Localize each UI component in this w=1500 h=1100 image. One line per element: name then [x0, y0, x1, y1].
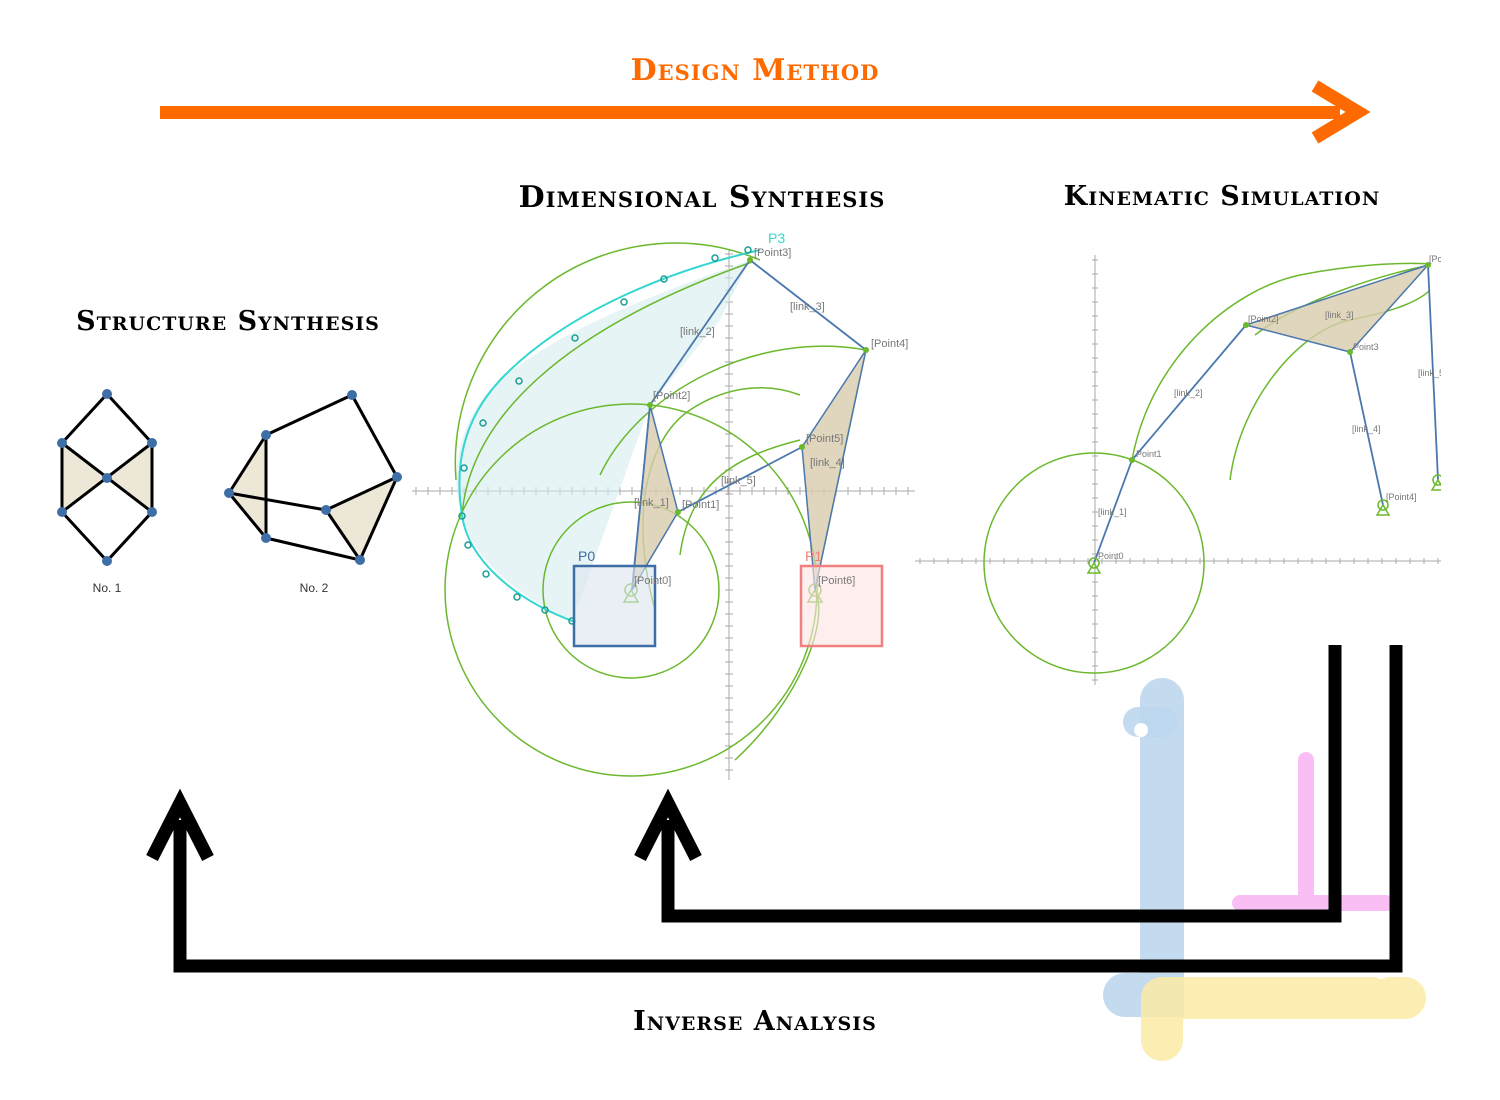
pose-label-p1: P1 [805, 548, 822, 564]
dim-point5-label: [Point5] [806, 433, 843, 445]
graph-no2: No. 2 [224, 390, 402, 595]
dim-link2-label: [link_2] [680, 326, 715, 338]
pose-box-p0 [572, 564, 657, 648]
kin-link3-label: [link_3] [1325, 310, 1354, 320]
path-marker [541, 606, 549, 614]
pose-label-p3: P3 [768, 230, 785, 246]
path-marker [479, 419, 487, 427]
kin-point1-label: Point1 [1136, 449, 1162, 459]
pose-label-p0: P0 [578, 548, 595, 564]
kin-point4-label: [Point4] [1386, 492, 1417, 502]
dim-point2-label: [Point2] [653, 390, 690, 402]
pose-box-p1 [799, 564, 884, 648]
structure-synthesis-title: Structure Synthesis [76, 306, 380, 337]
path-marker [711, 254, 719, 262]
dim-point1-label: [Point1] [682, 499, 719, 511]
kin-point0-label: Point0 [1098, 551, 1124, 561]
dim-point6-label: [Point6] [818, 575, 855, 587]
kinematic-simulation-plot: Point0 Point1 [Point2] Point3 [Point4] [… [915, 254, 1444, 685]
kin-link1-label: [link_1] [1098, 507, 1127, 517]
mechanism-illustration [1103, 678, 1426, 1061]
path-marker [660, 275, 668, 283]
design-method-title: Design Method [631, 53, 880, 88]
inverse-analysis-arrows [146, 645, 1403, 973]
inverse-analysis-title: Inverse Analysis [633, 1006, 877, 1037]
path-marker [744, 246, 752, 254]
kin-link2-label: [link_2] [1174, 388, 1203, 398]
kin-link5-label: [link_5 [1418, 368, 1444, 378]
dimensional-synthesis-title: Dimensional Synthesis [519, 180, 886, 215]
path-marker [464, 541, 472, 549]
path-marker [620, 298, 628, 306]
dim-link5-label: [link_5] [721, 475, 756, 487]
target-path [458, 249, 761, 623]
path-marker [460, 464, 468, 472]
dim-link3-label: [link_3] [790, 301, 825, 313]
graph-no1-label: No. 1 [93, 581, 122, 595]
path-marker [458, 512, 466, 520]
design-method-arrow [160, 80, 1371, 144]
link-triangle-right [801, 349, 867, 591]
dimensional-synthesis-plot: P0 P1 P3 [Point0] [Point1] [Point2] [Poi… [412, 230, 915, 780]
kinematic-simulation-title: Kinematic Simulation [1064, 181, 1380, 212]
dim-point4-label: [Point4] [871, 338, 908, 350]
kin-coupler-triangle [1243, 263, 1431, 353]
coupler-swept-region [456, 260, 750, 622]
dim-link4-label: [link_4] [810, 457, 845, 469]
path-marker [515, 377, 523, 385]
path-marker [482, 570, 490, 578]
kin-point2-label: [Point2] [1248, 314, 1279, 324]
kin-point3-label: Point3 [1353, 342, 1379, 352]
dim-link1-label: [link_1] [634, 497, 669, 509]
graph-no2-label: No. 2 [300, 581, 329, 595]
kin-link4-label: [link_4] [1352, 424, 1381, 434]
path-marker [513, 593, 521, 601]
graph-no1: No. 1 [57, 389, 157, 595]
dim-point0-label: [Point0] [634, 575, 671, 587]
path-marker [571, 334, 579, 342]
dim-point3-label: [Point3] [754, 247, 791, 259]
kin-point5-label: [Pc [1429, 254, 1443, 264]
